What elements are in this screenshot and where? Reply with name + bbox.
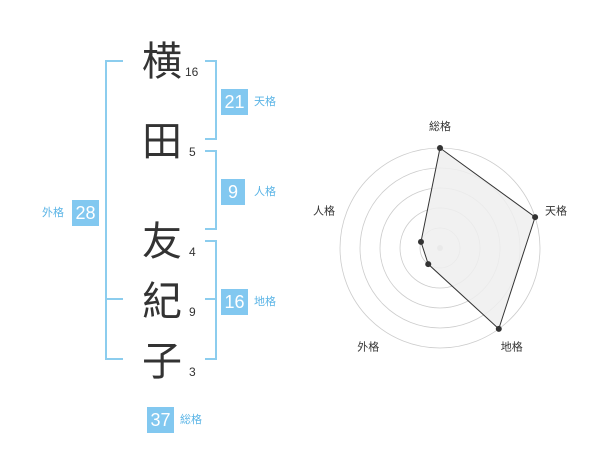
stroke-count-4: 9 [189, 305, 196, 319]
stroke-count-5: 3 [189, 365, 196, 379]
radar-point-4 [425, 261, 432, 268]
tenkaku-value: 21 [221, 89, 248, 115]
stroke-count-2: 5 [189, 145, 196, 159]
radar-point-3 [495, 325, 502, 332]
name-char-5: 子 [142, 339, 182, 385]
tenkaku-bracket [205, 60, 217, 140]
jinkaku-value: 9 [221, 179, 245, 205]
name-char-1: 横 [142, 39, 182, 85]
stroke-count-1: 16 [185, 65, 199, 79]
chikaku-label: 地格 [254, 295, 276, 308]
jinkaku-label: 人格 [254, 185, 276, 198]
radar-point-1 [437, 145, 443, 151]
name-char-4: 紀 [142, 279, 182, 325]
gaikaku-label: 外格 [42, 206, 64, 219]
radar-axis-label-3: 地格 [501, 340, 523, 354]
gaikaku-bracket [105, 60, 123, 360]
radar-polygon [420, 147, 536, 330]
soukaku-value: 37 [147, 407, 174, 433]
chikaku-bracket [205, 240, 217, 360]
gaikaku-bracket-tick [105, 298, 123, 300]
radar-axis-label-4: 外格 [357, 340, 379, 354]
stroke-count-3: 4 [189, 245, 196, 259]
radar-point-2 [532, 214, 539, 221]
radar-axis-label-1: 総格 [429, 119, 451, 133]
chikaku-value: 16 [221, 289, 248, 315]
radar-axis-label-5: 人格 [313, 203, 335, 217]
tenkaku-label: 天格 [254, 95, 276, 108]
radar-point-5 [417, 238, 424, 245]
chikaku-bracket-tick [205, 298, 217, 300]
name-char-3: 友 [142, 219, 182, 265]
soukaku-label: 総格 [180, 413, 202, 426]
name-char-2: 田 [142, 119, 182, 165]
radar-axis-label-2: 天格 [545, 203, 567, 217]
jinkaku-bracket [205, 150, 217, 230]
gaikaku-value: 28 [72, 200, 99, 226]
